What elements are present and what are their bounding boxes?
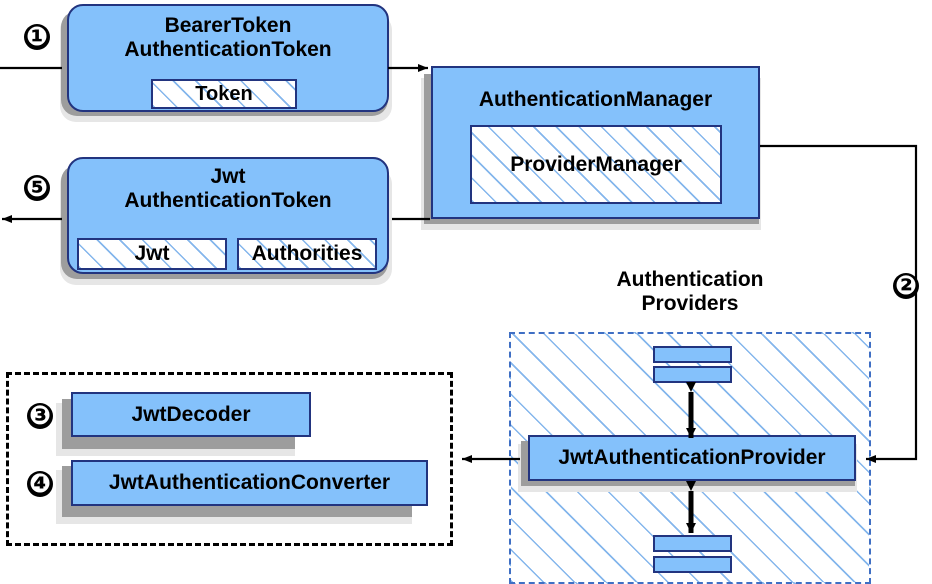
authentication-providers-title-line2: Providers bbox=[641, 291, 739, 315]
field-token-label: Token bbox=[195, 82, 253, 105]
badge-step-5-label: ❺ bbox=[25, 173, 48, 203]
authentication-providers-title-line1: Authentication bbox=[616, 268, 764, 291]
authentication-providers-title: Authentication Providers bbox=[560, 268, 820, 315]
badge-step-3-label: ❸ bbox=[28, 401, 51, 431]
badge-step-3: ❸ bbox=[27, 403, 53, 429]
authentication-manager-title: AuthenticationManager bbox=[478, 88, 713, 111]
node-bearer-token-authentication-token[interactable]: BearerToken AuthenticationToken bbox=[67, 4, 389, 112]
jwt-token-title-line1: Jwt bbox=[210, 165, 246, 188]
jwt-authentication-converter-label: JwtAuthenticationConverter bbox=[108, 471, 391, 495]
inner-provider-manager-label: ProviderManager bbox=[510, 152, 682, 176]
node-jwt-authentication-provider[interactable]: JwtAuthenticationProvider bbox=[528, 435, 856, 481]
node-jwt-authentication-token[interactable]: Jwt AuthenticationToken bbox=[67, 157, 389, 274]
badge-step-1: ❶ bbox=[24, 24, 50, 50]
field-jwt-label: Jwt bbox=[134, 242, 170, 265]
badge-step-5: ❺ bbox=[24, 175, 50, 201]
support-components-container bbox=[6, 372, 453, 546]
field-token[interactable]: Token bbox=[151, 79, 297, 109]
field-jwt[interactable]: Jwt bbox=[77, 238, 227, 270]
provider-placeholder-top-2 bbox=[653, 366, 732, 383]
provider-placeholder-bottom-2 bbox=[653, 556, 732, 573]
badge-step-4: ❹ bbox=[27, 471, 53, 497]
bearer-token-title-line2: AuthenticationToken bbox=[124, 37, 332, 61]
provider-placeholder-top-1 bbox=[653, 346, 732, 363]
bearer-token-title-line1: BearerToken bbox=[164, 14, 292, 37]
jwt-decoder-label: JwtDecoder bbox=[131, 402, 251, 426]
provider-placeholder-bottom-1 bbox=[653, 535, 732, 552]
badge-step-2-label: ❷ bbox=[894, 271, 917, 301]
node-jwt-decoder[interactable]: JwtDecoder bbox=[71, 392, 311, 437]
node-jwt-authentication-converter[interactable]: JwtAuthenticationConverter bbox=[71, 460, 428, 506]
field-authorities-label: Authorities bbox=[251, 242, 363, 265]
badge-step-4-label: ❹ bbox=[28, 469, 51, 499]
field-authorities[interactable]: Authorities bbox=[237, 238, 377, 270]
badge-step-2: ❷ bbox=[893, 273, 919, 299]
jwt-authentication-provider-label: JwtAuthenticationProvider bbox=[558, 446, 826, 470]
inner-provider-manager[interactable]: ProviderManager bbox=[470, 125, 722, 204]
badge-step-1-label: ❶ bbox=[25, 22, 48, 52]
jwt-token-title-line2: AuthenticationToken bbox=[124, 188, 332, 212]
